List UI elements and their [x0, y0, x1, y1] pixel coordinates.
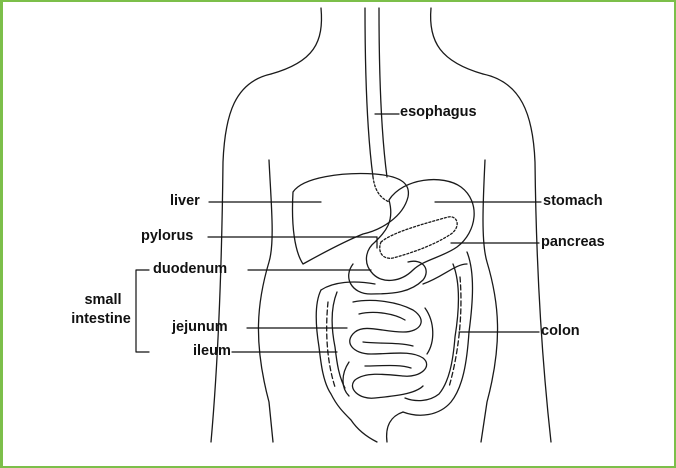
stomach-shape: [366, 180, 474, 281]
label-stomach: stomach: [543, 193, 603, 209]
small-intestine-bracket: [136, 270, 149, 352]
label-jejunum: jejunum: [172, 319, 228, 335]
label-liver: liver: [170, 193, 200, 209]
label-esophagus: esophagus: [400, 104, 477, 120]
label-small-intestine-line2: intestine: [65, 311, 137, 327]
duodenum-shape: [349, 261, 426, 294]
small-intestine-shape: [343, 300, 433, 398]
label-pancreas: pancreas: [541, 234, 605, 250]
label-pylorus: pylorus: [141, 228, 193, 244]
label-colon: colon: [541, 323, 580, 339]
label-small-intestine-line1: small: [75, 292, 131, 308]
body-outline: [211, 8, 551, 442]
label-duodenum: duodenum: [153, 261, 227, 277]
liver-shape: [292, 174, 408, 264]
label-ileum: ileum: [193, 343, 231, 359]
pancreas-shape: [380, 217, 457, 259]
leader-lines: [208, 114, 541, 352]
esophagus-shape: [365, 8, 389, 202]
